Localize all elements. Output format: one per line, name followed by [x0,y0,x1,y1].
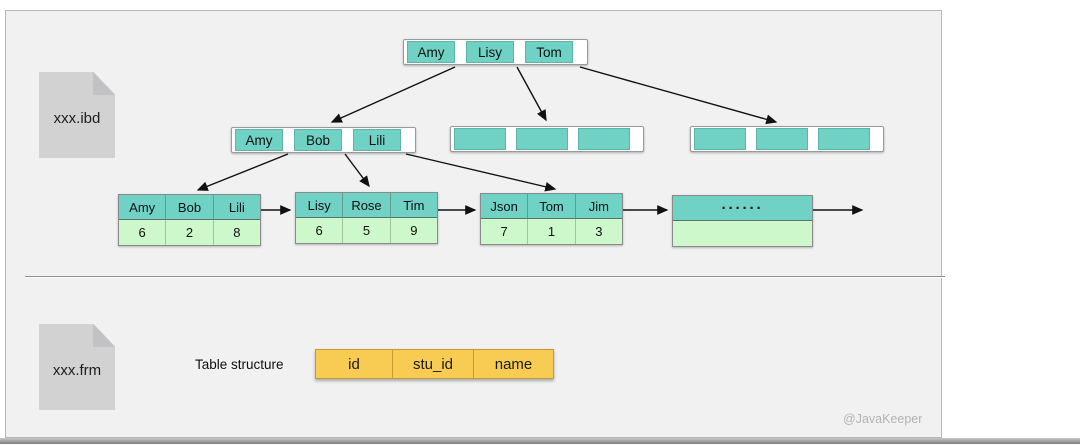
root-pointer-cell [573,42,584,62]
watermark: @JavaKeeper [843,412,923,426]
leaf-key-cell: Bob [166,195,214,220]
btree-root-node: Amy Lisy Tom [403,39,588,65]
leaf-empty-value-cell [673,221,812,246]
internal-key-cell [578,128,630,150]
leaf-value-cell: 9 [390,218,437,243]
internal-key-cell [756,128,808,150]
btree-leaf-node-2: Lisy Rose Tim 6 5 9 [295,192,438,244]
internal-key-cell [694,128,746,150]
leaf-key-cell: Lili [213,195,260,220]
internal-key-cell [454,128,506,150]
leaf-key-cell: Amy [119,195,167,220]
internal-pointer-cell [870,129,880,149]
leaf-key-cell: Rose [343,193,391,218]
leaf-value-cell: 1 [528,219,576,244]
frm-file-label: xxx.frm [52,361,102,379]
leaf-key-cell: Jim [575,194,622,219]
btree-leaf-node-4: ······ [672,195,813,247]
internal-key-cell: Bob [294,129,342,151]
column-cell-name: name [474,350,553,378]
column-cell-id: id [316,350,393,378]
internal-key-cell: Lili [353,129,401,151]
internal-pointer-cell [401,130,412,150]
internal-pointer-cell [630,129,640,149]
internal-key-cell: Amy [235,129,283,151]
leaf-key-cell: Lisy [296,193,344,218]
leaf-ellipsis-cell: ······ [673,196,812,221]
root-key-cell: Lisy [466,41,514,63]
root-key-cell: Tom [525,41,573,63]
column-cell-stu-id: stu_id [393,350,474,378]
leaf-value-cell: 6 [119,220,167,245]
internal-pointer-cell [746,129,756,149]
internal-pointer-cell [808,129,818,149]
ibd-file-label: xxx.ibd [53,109,101,127]
btree-internal-node-2 [450,126,644,152]
bottom-edge-bar [0,438,1080,444]
btree-internal-node-1: Amy Bob Lili [231,127,416,153]
leaf-key-cell: Tim [390,193,437,218]
leaf-key-cell: Tom [528,194,576,219]
table-structure-row: id stu_id name [315,349,554,379]
ibd-file-icon: xxx.ibd [39,72,115,158]
leaf-value-cell: 5 [343,218,391,243]
leaf-value-cell: 8 [213,220,260,245]
btree-leaf-node-1: Amy Bob Lili 6 2 8 [118,194,261,246]
root-pointer-cell [455,42,466,62]
leaf-value-cell: 3 [575,219,622,244]
btree-leaf-node-3: Json Tom Jim 7 1 3 [480,193,623,245]
leaf-value-cell: 7 [481,219,529,244]
internal-pointer-cell [506,129,516,149]
internal-key-cell [818,128,870,150]
table-structure-label: Table structure [195,357,284,372]
internal-pointer-cell [568,129,578,149]
leaf-value-cell: 2 [166,220,214,245]
btree-internal-node-3 [690,126,884,152]
leaf-value-cell: 6 [296,218,344,243]
internal-pointer-cell [342,130,353,150]
section-divider [25,276,945,277]
frm-file-icon: xxx.frm [39,324,115,410]
internal-key-cell [516,128,568,150]
root-pointer-cell [514,42,525,62]
root-key-cell: Amy [407,41,455,63]
internal-pointer-cell [283,130,294,150]
leaf-key-cell: Json [481,194,529,219]
